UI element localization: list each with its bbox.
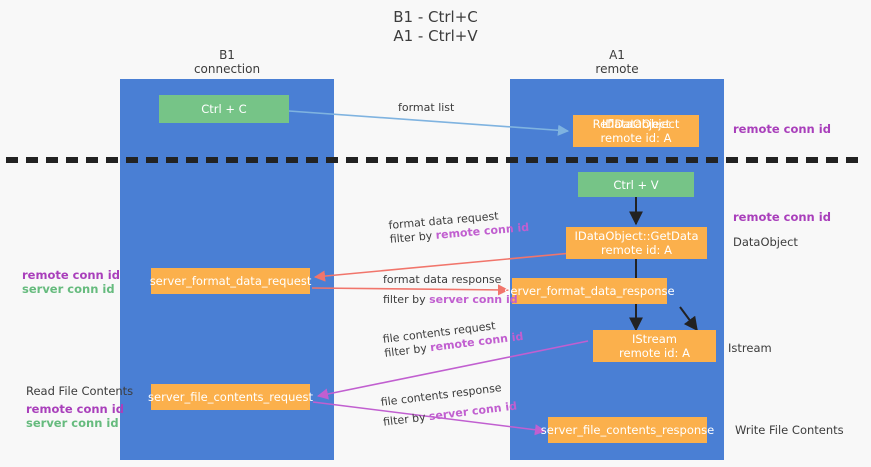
node-ctrl-c[interactable]: Ctrl + C (159, 95, 289, 123)
node-idataobject-line1-stack: IDataObject ReflDataObject (577, 117, 695, 131)
column-a1-name: A1 (609, 48, 625, 62)
node-idataobject-line1: IDataObject (601, 117, 671, 131)
node-istream[interactable]: IStream remote id: A (593, 330, 716, 362)
node-istream-line1: IStream (631, 332, 677, 346)
node-server-format-data-response[interactable]: server_format_data_response (504, 278, 675, 304)
edge-label-format-data-response: format data response filter by server co… (383, 273, 518, 307)
node-getdata-line1: IDataObject::GetData (574, 229, 699, 243)
title-line-1: B1 - Ctrl+C (393, 8, 478, 26)
node-server-file-contents-request-label: server_file_contents_request (148, 390, 313, 404)
node-idataobject-line1-overlap: ReflDataObject (592, 117, 680, 131)
node-istream-line2: remote id: A (619, 346, 690, 360)
annotation-left-read-file: Read File Contents (26, 384, 134, 398)
annotation-right-remote-top: remote conn id (733, 122, 831, 136)
column-b1-role: connection (193, 62, 261, 76)
node-idataobject[interactable]: IDataObject ReflDataObject remote id: A (573, 115, 699, 147)
node-getdata-line2: remote id: A (601, 243, 672, 257)
column-b1-name: B1 (219, 48, 235, 62)
node-ctrl-v-label: Ctrl + V (613, 177, 659, 192)
arrow-format-data-request (313, 252, 573, 282)
edge-label-format-list: format list (398, 101, 454, 115)
node-server-file-contents-response[interactable]: server_file_contents_response (541, 417, 714, 443)
column-a1-role: remote (595, 62, 639, 76)
node-server-format-data-request[interactable]: server_format_data_request (149, 268, 312, 294)
annotation-right-write-file: Write File Contents (735, 423, 844, 437)
edge-format-list-text: format list (398, 101, 455, 114)
node-server-file-contents-response-label: server_file_contents_response (540, 423, 715, 437)
arrow-format-list (274, 109, 570, 136)
node-ctrl-c-label: Ctrl + C (201, 102, 247, 116)
column-header-a1: A1 remote (510, 48, 724, 76)
annotation-left-remote-mid: remote conn id (22, 268, 120, 282)
node-server-format-data-request-label: server_format_data_request (149, 274, 312, 288)
edge-format-data-response-filter: filter by server conn id (383, 293, 518, 307)
arrow-file-contents-response (312, 401, 547, 436)
arrow-format-data-response (311, 284, 510, 296)
annotation-right-remote-mid: remote conn id (733, 210, 831, 224)
node-ctrl-v[interactable]: Ctrl + V (578, 172, 694, 197)
arrow-response-istream (679, 306, 698, 332)
node-getdata[interactable]: IDataObject::GetData remote id: A (566, 227, 707, 259)
edge-format-data-response-text: format data response (383, 273, 502, 286)
edge-format-data-response-filter-value: server conn id (429, 293, 518, 306)
title-line-2: A1 - Ctrl+V (393, 27, 478, 45)
diagram-title: B1 - Ctrl+C A1 - Ctrl+V (0, 8, 871, 46)
edge-format-data-request-filter-prefix: filter by (389, 228, 437, 246)
annotation-left-remote-bottom: remote conn id (26, 402, 124, 416)
edge-format-data-response-filter-prefix: filter by (383, 293, 430, 306)
column-header-b1: B1 connection (120, 48, 334, 76)
arrow-file-contents-request (316, 340, 589, 400)
annotation-left-server-mid: server conn id (22, 282, 115, 296)
annotation-right-dataobject: DataObject (733, 235, 798, 249)
node-server-format-data-response-label: server_format_data_response (504, 284, 675, 298)
annotation-left-server-bottom: server conn id (26, 416, 119, 430)
node-idataobject-line2: remote id: A (600, 131, 672, 145)
annotation-right-istream: Istream (728, 341, 772, 355)
node-server-file-contents-request[interactable]: server_file_contents_request (148, 384, 313, 410)
